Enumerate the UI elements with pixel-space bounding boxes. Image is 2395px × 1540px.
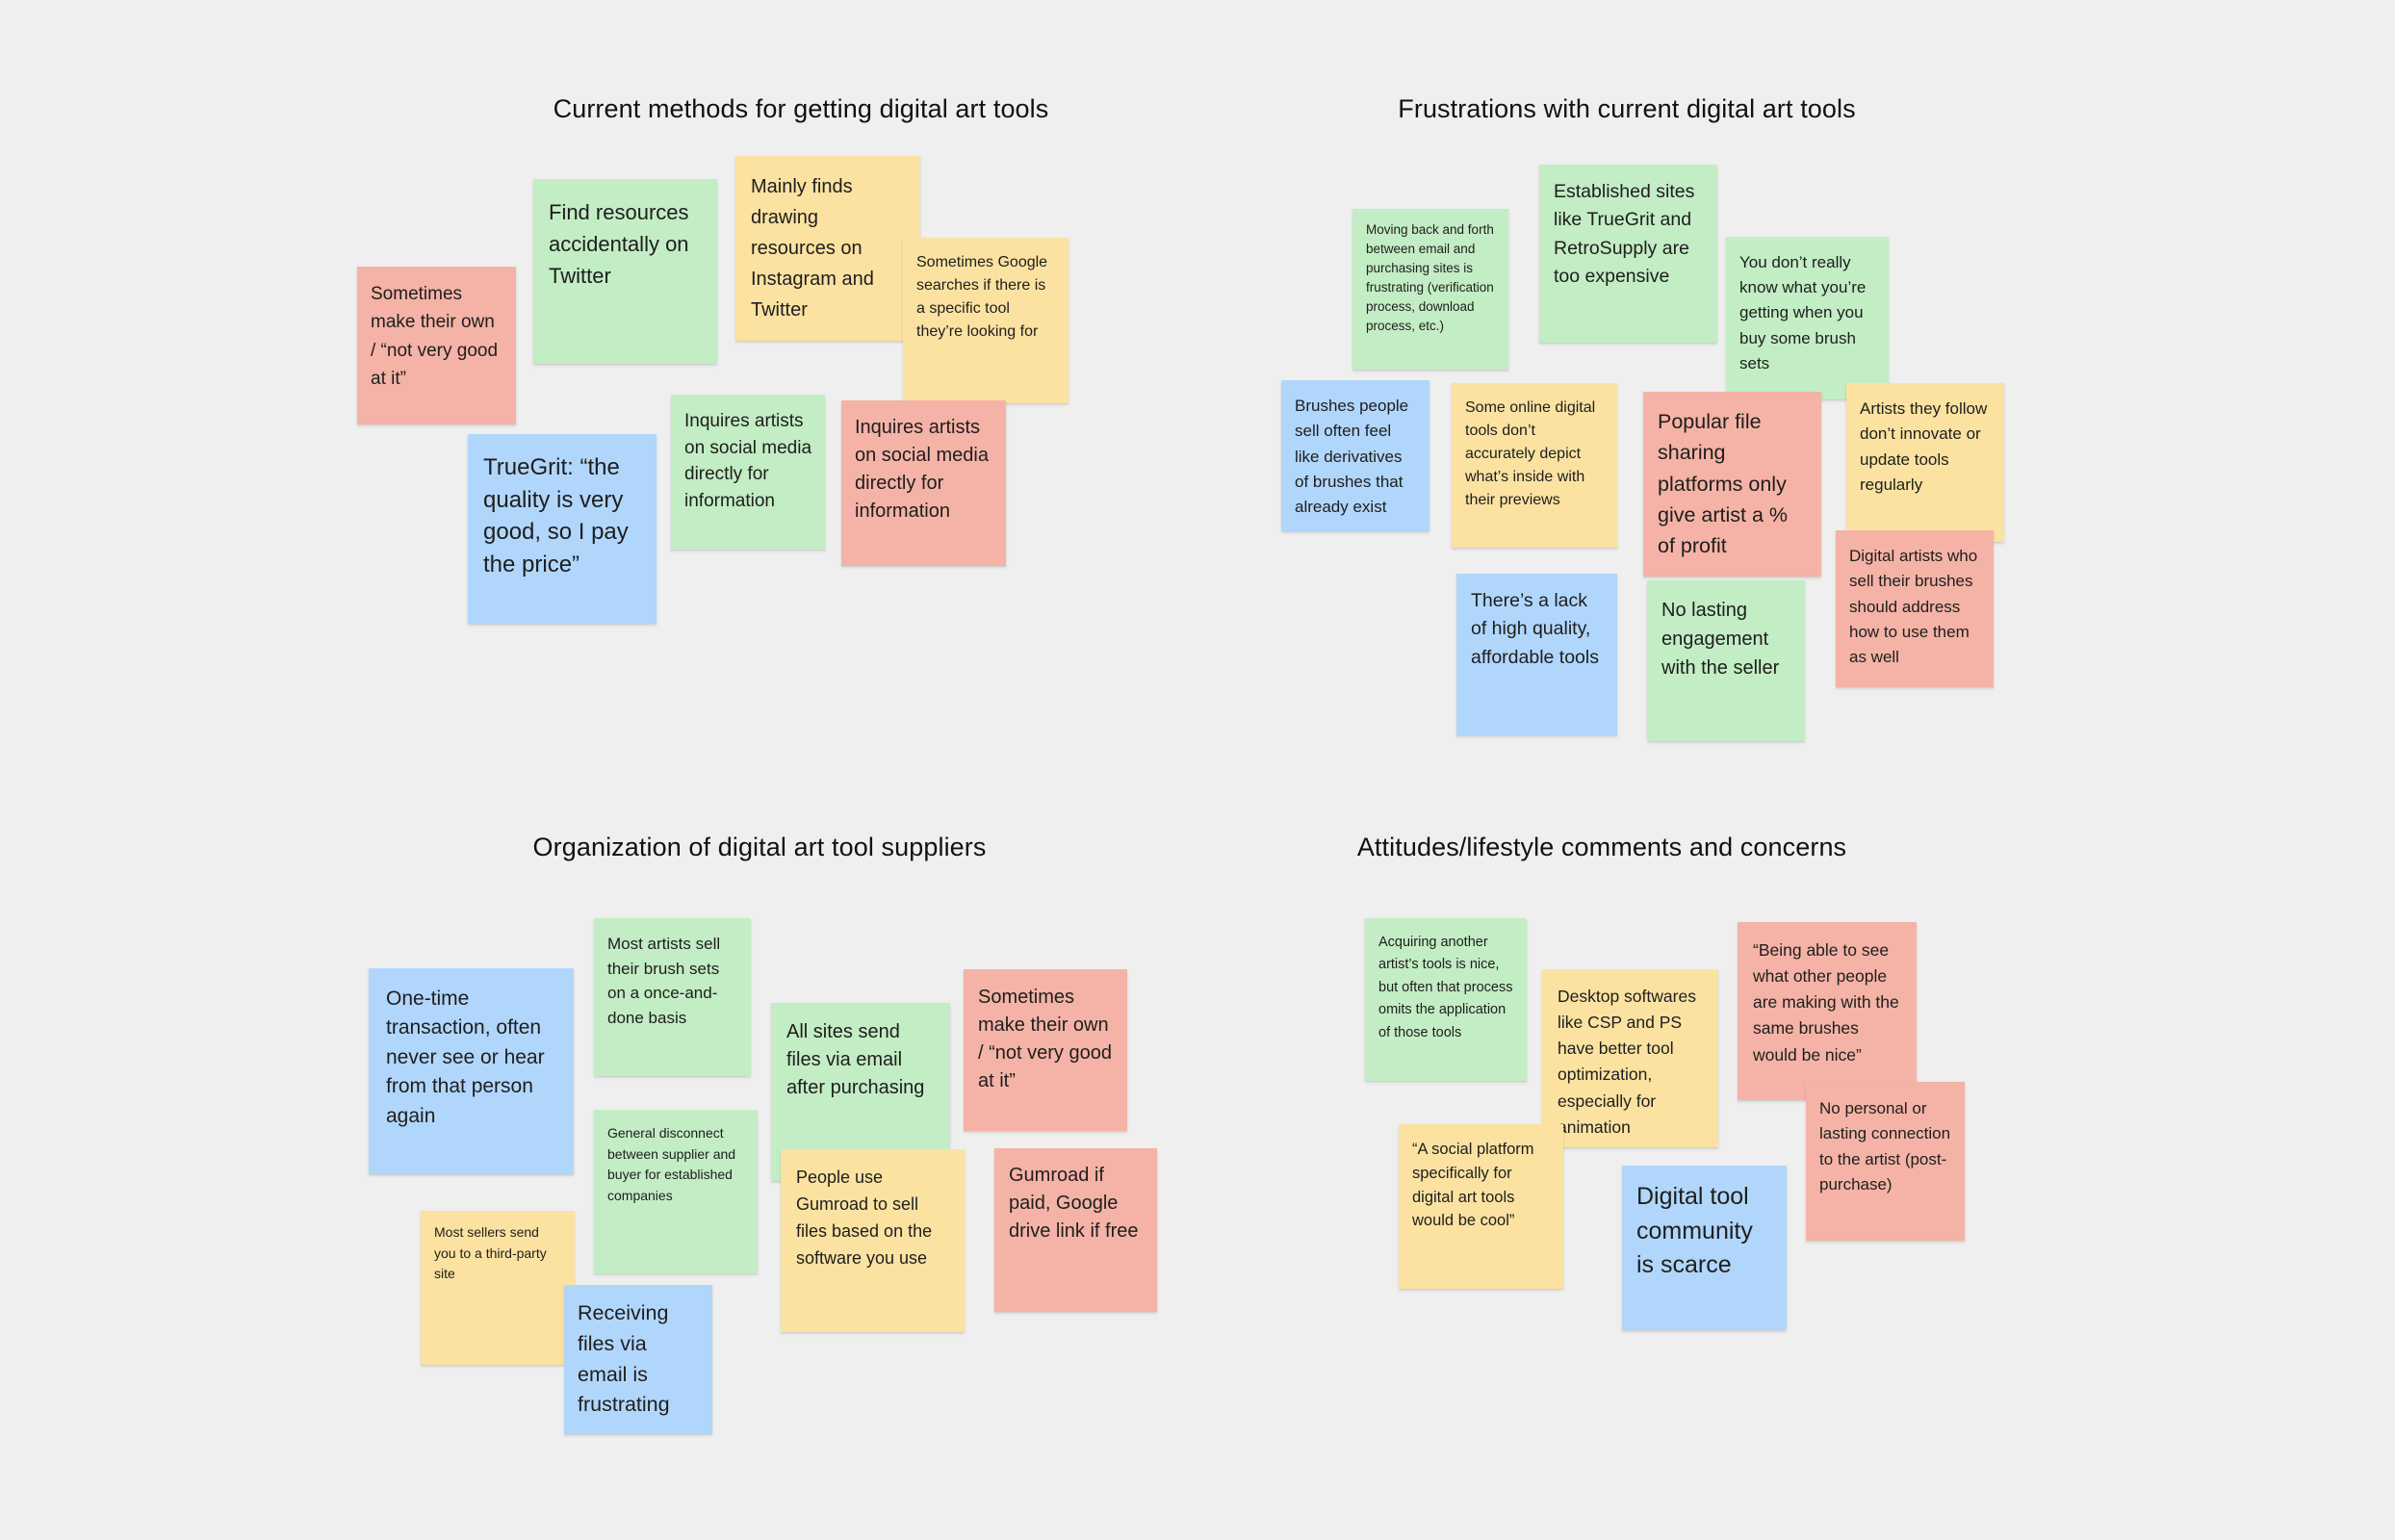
sticky-note[interactable]: Receiving files via email is frustrating <box>564 1285 712 1434</box>
section-title-current-methods: Current methods for getting digital art … <box>553 94 1049 123</box>
sticky-note[interactable]: Artists they follow don’t innovate or up… <box>1846 383 2004 542</box>
sticky-note[interactable]: Inquires artists on social media directl… <box>671 395 825 550</box>
sticky-note[interactable]: Sometimes Google searches if there is a … <box>903 238 1069 403</box>
sticky-note[interactable]: There’s a lack of high quality, affordab… <box>1456 574 1617 735</box>
section-title-organization: Organization of digital art tool supplie… <box>532 833 987 861</box>
sticky-note[interactable]: “A social platform specifically for digi… <box>1399 1124 1563 1289</box>
sticky-note[interactable]: No personal or lasting connection to the… <box>1806 1082 1965 1241</box>
sticky-note[interactable]: General disconnect between supplier and … <box>594 1110 758 1273</box>
sticky-note[interactable]: Popular file sharing platforms only give… <box>1643 392 1821 577</box>
sticky-note[interactable]: Some online digital tools don’t accurate… <box>1452 383 1617 548</box>
sticky-note[interactable]: Most artists sell their brush sets on a … <box>594 918 751 1076</box>
sticky-note[interactable]: Brushes people sell often feel like deri… <box>1281 380 1429 531</box>
sticky-note[interactable]: One-time transaction, often never see or… <box>369 968 574 1174</box>
sticky-note[interactable]: Sometimes make their own / “not very goo… <box>964 969 1127 1131</box>
sticky-note[interactable]: Gumroad if paid, Google drive link if fr… <box>994 1148 1157 1312</box>
sticky-note[interactable]: Digital tool community is scarce <box>1622 1166 1787 1330</box>
sticky-note[interactable]: You don’t really know what you’re gettin… <box>1726 237 1889 399</box>
sticky-note[interactable]: Sometimes make their own / “not very goo… <box>357 267 516 424</box>
sticky-note[interactable]: “Being able to see what other people are… <box>1738 922 1917 1100</box>
section-title-frustrations: Frustrations with current digital art to… <box>1398 94 1856 123</box>
sticky-note[interactable]: Most sellers send you to a third-party s… <box>421 1211 575 1365</box>
sticky-note[interactable]: Inquires artists on social media directl… <box>841 400 1006 566</box>
sticky-note[interactable]: Mainly finds drawing resources on Instag… <box>735 156 920 341</box>
sticky-note[interactable]: Find resources accidentally on Twitter <box>533 179 717 364</box>
sticky-note[interactable]: Digital artists who sell their brushes s… <box>1836 530 1994 687</box>
sticky-note[interactable]: People use Gumroad to sell files based o… <box>781 1149 965 1332</box>
sticky-note[interactable]: Desktop softwares like CSP and PS have b… <box>1542 969 1718 1147</box>
section-title-attitudes: Attitudes/lifestyle comments and concern… <box>1356 833 1847 861</box>
sticky-note[interactable]: Acquiring another artist’s tools is nice… <box>1365 918 1527 1081</box>
sticky-note[interactable]: No lasting engagement with the seller <box>1647 580 1805 741</box>
sticky-note[interactable]: Established sites like TrueGrit and Retr… <box>1539 165 1717 343</box>
sticky-note[interactable]: Moving back and forth between email and … <box>1352 209 1508 370</box>
sticky-note[interactable]: TrueGrit: “the quality is very good, so … <box>468 434 657 624</box>
